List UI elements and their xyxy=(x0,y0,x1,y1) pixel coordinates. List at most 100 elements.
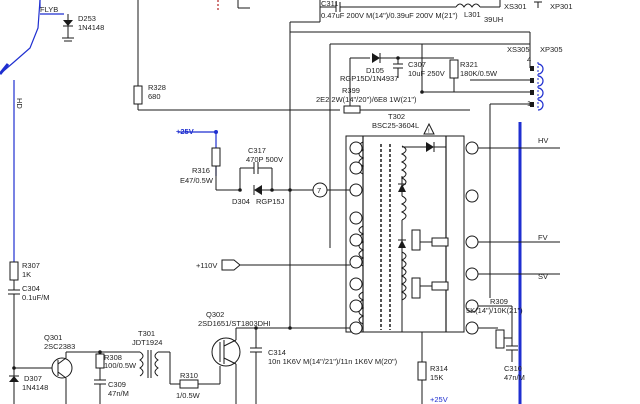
c317-value: 470P 500V xyxy=(246,155,283,164)
xp305-label: XP305 xyxy=(540,45,563,54)
c304-value: 0.1uF/M xyxy=(22,293,50,302)
r308-label: R308 xyxy=(104,353,122,362)
plus110v-arrow xyxy=(221,259,241,271)
r321-value: 180K/0.5W xyxy=(460,69,498,78)
r328-resistor xyxy=(133,85,143,105)
fv-label: FV xyxy=(538,233,548,242)
d304-value: RGP15J xyxy=(256,197,285,206)
d105-label: D105 xyxy=(366,66,384,75)
warning-mark: ! xyxy=(428,129,430,135)
l301-label: L301 xyxy=(464,10,481,19)
flyb-wire-stub xyxy=(0,63,10,75)
c317-label: C317 xyxy=(248,146,266,155)
t302-value: BSC25-3604L xyxy=(372,121,419,130)
r316-resistor xyxy=(211,147,221,167)
c307-value: 10uF 250V xyxy=(408,69,445,78)
r399-value: 2E2 2W(14"/20")/6E8 1W(21") xyxy=(316,95,417,104)
t302-label: T302 xyxy=(388,112,405,121)
q302-drain xyxy=(223,339,237,347)
t302-transformer xyxy=(345,135,479,335)
r328-value: 680 xyxy=(148,92,161,101)
r399-label: R399 xyxy=(342,86,360,95)
plus110v-label: +110V xyxy=(196,261,217,270)
l301-inductor xyxy=(455,3,481,8)
t301-value: JDT1924 xyxy=(132,338,162,347)
junction-dot xyxy=(254,326,258,330)
junction-dot xyxy=(396,56,400,60)
d304-label: D304 xyxy=(232,197,250,206)
xs305-label: XS305 xyxy=(507,45,530,54)
c309-value: 47n/M xyxy=(108,389,129,398)
q302-transistor xyxy=(211,337,241,367)
xp301-label: XP301 xyxy=(550,2,573,11)
q301-collector xyxy=(57,357,67,365)
flyb-label: FLYB xyxy=(40,5,58,14)
q301-value: 2SC2383 xyxy=(44,342,75,351)
plus25v-bottom-label: +25V xyxy=(430,395,448,404)
c314-label: C314 xyxy=(268,348,286,357)
pin4-label: 4 xyxy=(527,55,531,64)
t301-transformer xyxy=(139,350,159,378)
xs301-label: XS301 xyxy=(504,2,527,11)
junction-dot xyxy=(214,130,218,134)
r314-label: R314 xyxy=(430,364,448,373)
d253-diode-symbol xyxy=(63,20,73,26)
r309-resistor xyxy=(495,329,505,349)
r307-value: 1K xyxy=(22,270,31,279)
q302-source xyxy=(223,357,237,365)
c311-label: C311 xyxy=(321,0,338,8)
q302-value: 2SD1651/ST1803DHI xyxy=(198,319,271,328)
pin7-label: 7 xyxy=(317,186,321,195)
d307-value: 1N4148 xyxy=(22,383,48,392)
q301-emitter xyxy=(57,371,67,379)
l301-value: 39UH xyxy=(484,15,503,24)
c311-value: 0.47uF 200V M(14")/0.39uF 200V M(21") xyxy=(321,11,458,20)
r310-value: 1/0.5W xyxy=(176,391,201,400)
r316-label: R316 xyxy=(192,166,210,175)
r328-label: R328 xyxy=(148,83,166,92)
r314-value: 15K xyxy=(430,373,443,382)
c307-label: C307 xyxy=(408,60,426,69)
r399-resistor xyxy=(343,105,361,114)
plus25v-label: +25V xyxy=(176,127,194,136)
r314-resistor xyxy=(417,361,427,381)
junction-dot xyxy=(12,366,16,370)
junction-dot xyxy=(288,326,292,330)
r309-label: R309 xyxy=(490,297,508,306)
xp301-connector xyxy=(534,1,542,8)
r321-label: R321 xyxy=(460,60,478,69)
d253-value: 1N4148 xyxy=(78,23,104,32)
junction-dot xyxy=(270,188,274,192)
r308-resistor xyxy=(95,353,105,369)
warning-icon xyxy=(423,122,435,135)
r310-resistor xyxy=(179,379,199,389)
t301-label: T301 xyxy=(138,329,155,338)
c314-value: 10n 1K6V M(14"/21")/11n 1K6V M(20") xyxy=(268,357,398,366)
r321-resistor xyxy=(449,59,459,79)
d307-label: D307 xyxy=(24,374,42,383)
r307-label: R307 xyxy=(22,261,40,270)
c310-value: 47n/M xyxy=(504,373,525,382)
d253-label: D253 xyxy=(78,14,96,23)
d304-diode-symbol xyxy=(254,185,262,195)
d105-value: RGP15D/1N4937 xyxy=(340,74,398,83)
flyb-wire-left xyxy=(0,0,41,75)
c310-label: C310 xyxy=(504,364,522,373)
junction-dot xyxy=(420,90,424,94)
d105-diode-symbol xyxy=(372,53,380,63)
q302-label: Q302 xyxy=(206,310,224,319)
c309-label: C309 xyxy=(108,380,126,389)
sv-label: SV xyxy=(538,272,548,281)
r308-value: 100/0.5W xyxy=(104,361,137,370)
hd-label: HD xyxy=(15,98,24,109)
d307-diode-symbol xyxy=(9,376,19,382)
r316-value: E47/0.5W xyxy=(180,176,214,185)
xp305-connector xyxy=(530,62,544,111)
junction-dot xyxy=(288,188,292,192)
r309-value: 5K(14")/10K(21") xyxy=(466,306,523,315)
c304-label: C304 xyxy=(22,284,40,293)
junction-dot xyxy=(238,188,242,192)
q301-label: Q301 xyxy=(44,333,62,342)
